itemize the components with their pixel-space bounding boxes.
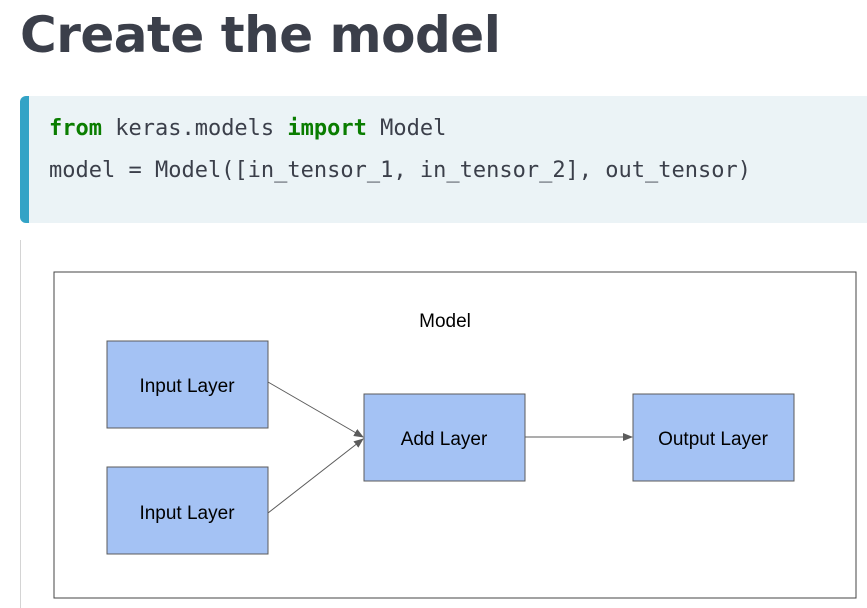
page-title: Create the model	[20, 6, 501, 64]
code-line-import: from keras.models import Model	[49, 116, 446, 141]
code-block: from keras.models import Model model = M…	[20, 96, 867, 223]
arrow-input2-to-add	[267, 438, 364, 514]
input-layer-1-label: Input Layer	[139, 376, 235, 397]
arrow-input1-to-add	[267, 381, 364, 438]
model-label: Model	[419, 311, 471, 332]
keyword-from: from	[49, 116, 102, 141]
output-layer-label: Output Layer	[658, 429, 769, 450]
code-line-model: model = Model([in_tensor_1, in_tensor_2]…	[49, 158, 751, 183]
input-layer-2-label: Input Layer	[139, 503, 235, 524]
add-layer-node: Add Layer	[363, 393, 526, 482]
code-import-name: Model	[366, 116, 447, 141]
code-module: keras.models	[101, 116, 288, 141]
add-layer-label: Add Layer	[401, 429, 488, 450]
diagram-left-border	[20, 240, 21, 608]
input-layer-node-1: Input Layer	[106, 340, 269, 429]
output-layer-node: Output Layer	[632, 393, 795, 482]
keyword-import: import	[287, 116, 367, 141]
input-layer-node-2: Input Layer	[106, 466, 269, 555]
